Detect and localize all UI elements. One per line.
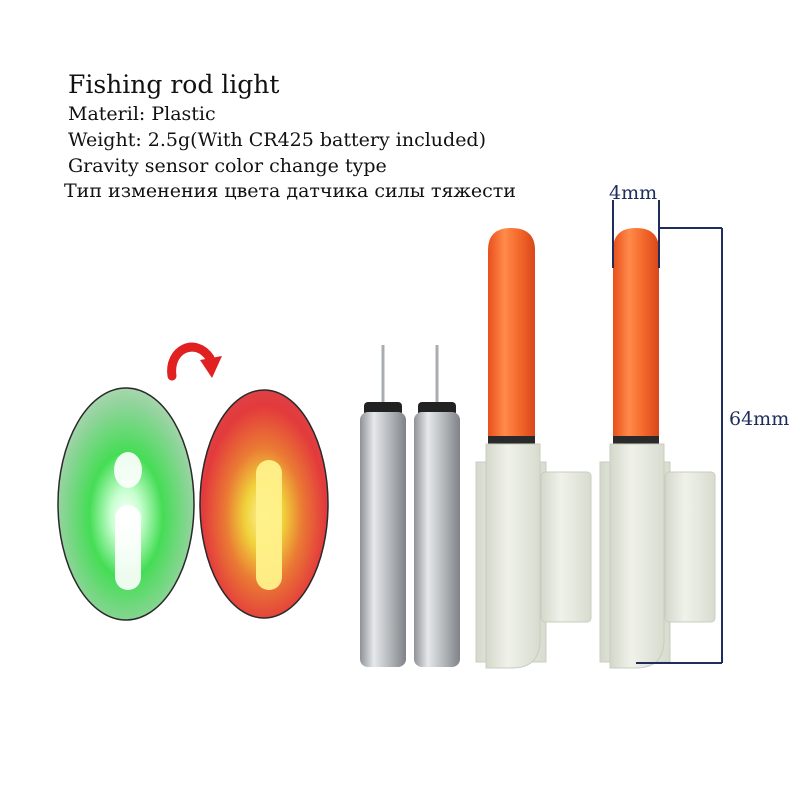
weight-line: Weight: 2.5g(With CR425 battery included… bbox=[68, 129, 487, 151]
width-dimension-lines bbox=[612, 200, 660, 268]
feature-line: Gravity sensor color change type bbox=[68, 155, 387, 177]
feature-line-russian: Тип изменения цвета датчика силы тяжести bbox=[64, 180, 516, 202]
green-glow-light bbox=[57, 387, 195, 621]
width-dimension-label: 4mm bbox=[609, 182, 658, 204]
battery-right bbox=[414, 345, 460, 667]
rod-light-1 bbox=[475, 228, 592, 669]
product-title: Fishing rod light bbox=[68, 70, 280, 99]
height-dimension-label: 64mm bbox=[729, 408, 790, 430]
rod-light-2 bbox=[599, 228, 716, 669]
red-yellow-glow-light bbox=[199, 389, 329, 619]
color-change-arrow-icon bbox=[167, 342, 222, 381]
material-line: Materil: Plastic bbox=[68, 103, 216, 125]
battery-left bbox=[360, 345, 406, 667]
height-dimension-lines bbox=[636, 227, 723, 664]
